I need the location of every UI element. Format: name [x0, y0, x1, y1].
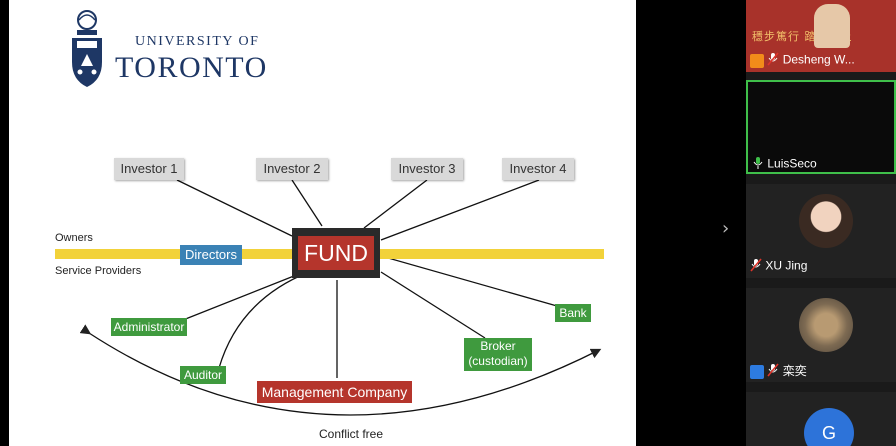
gap-area	[636, 0, 746, 446]
participant-initial-avatar: G	[804, 408, 854, 446]
host-person-icon	[750, 53, 764, 68]
participant-tile-xujing[interactable]: XU Jing	[746, 184, 896, 278]
broker-box: Broker (custodian)	[464, 338, 532, 371]
diagram-connectors	[79, 179, 602, 416]
participant-tile-luisseco[interactable]: LuisSeco	[746, 80, 896, 174]
mic-muted-icon	[767, 363, 779, 380]
participant-name-bar: Desheng W...	[750, 52, 855, 69]
administrator-box: Administrator	[111, 318, 187, 336]
broker-label: Broker	[480, 339, 516, 353]
investor-3: Investor 3	[391, 158, 463, 180]
participant-video-figure	[814, 4, 850, 48]
shared-slide: UNIVERSITY OF TORONTO Owners Service Pro…	[9, 0, 636, 446]
auditor-box: Auditor	[180, 366, 226, 384]
participants-panel: 穩步篤行 踏難而上 Desheng W... LuisSeco XU Jing	[746, 0, 896, 446]
directors-box: Directors	[180, 245, 242, 265]
participant-name: LuisSeco	[767, 156, 817, 171]
mic-muted-icon	[750, 258, 762, 275]
participant-tile-luanyi[interactable]: 栾奕	[746, 288, 896, 382]
investor-2: Investor 2	[256, 158, 328, 180]
participant-name-bar: LuisSeco	[752, 156, 817, 172]
mic-muted-icon	[767, 52, 779, 69]
left-edge	[0, 0, 9, 446]
broker-custodian-label: (custodian)	[468, 354, 528, 368]
participant-name: Desheng W...	[782, 52, 855, 67]
participant-name-bar: XU Jing	[750, 258, 807, 275]
bank-box: Bank	[555, 304, 591, 322]
university-line-1: UNIVERSITY OF	[135, 34, 260, 49]
collapse-panel-chevron-icon[interactable]: ›	[722, 218, 730, 239]
participant-tile-g[interactable]: G	[746, 392, 896, 446]
uoft-crest-icon	[69, 10, 105, 88]
investor-1: Investor 1	[114, 158, 184, 180]
fund-box: FUND	[292, 228, 380, 278]
participant-avatar	[799, 298, 853, 352]
participant-name-bar: 栾奕	[750, 362, 807, 380]
participant-avatar	[799, 194, 853, 248]
conflict-free-label: Conflict free	[319, 427, 384, 441]
management-company-box: Management Company	[257, 381, 412, 403]
owners-label: Owners	[55, 232, 93, 244]
host-person-icon	[750, 364, 764, 379]
investor-4: Investor 4	[502, 158, 574, 180]
mic-active-icon	[752, 156, 764, 172]
participant-name: 栾奕	[782, 364, 807, 378]
university-line-2: TORONTO	[115, 51, 268, 84]
participant-name: XU Jing	[765, 258, 808, 273]
participant-tile-desheng[interactable]: 穩步篤行 踏難而上 Desheng W...	[746, 0, 896, 72]
fund-label: FUND	[298, 236, 374, 270]
service-providers-label: Service Providers	[55, 265, 142, 277]
